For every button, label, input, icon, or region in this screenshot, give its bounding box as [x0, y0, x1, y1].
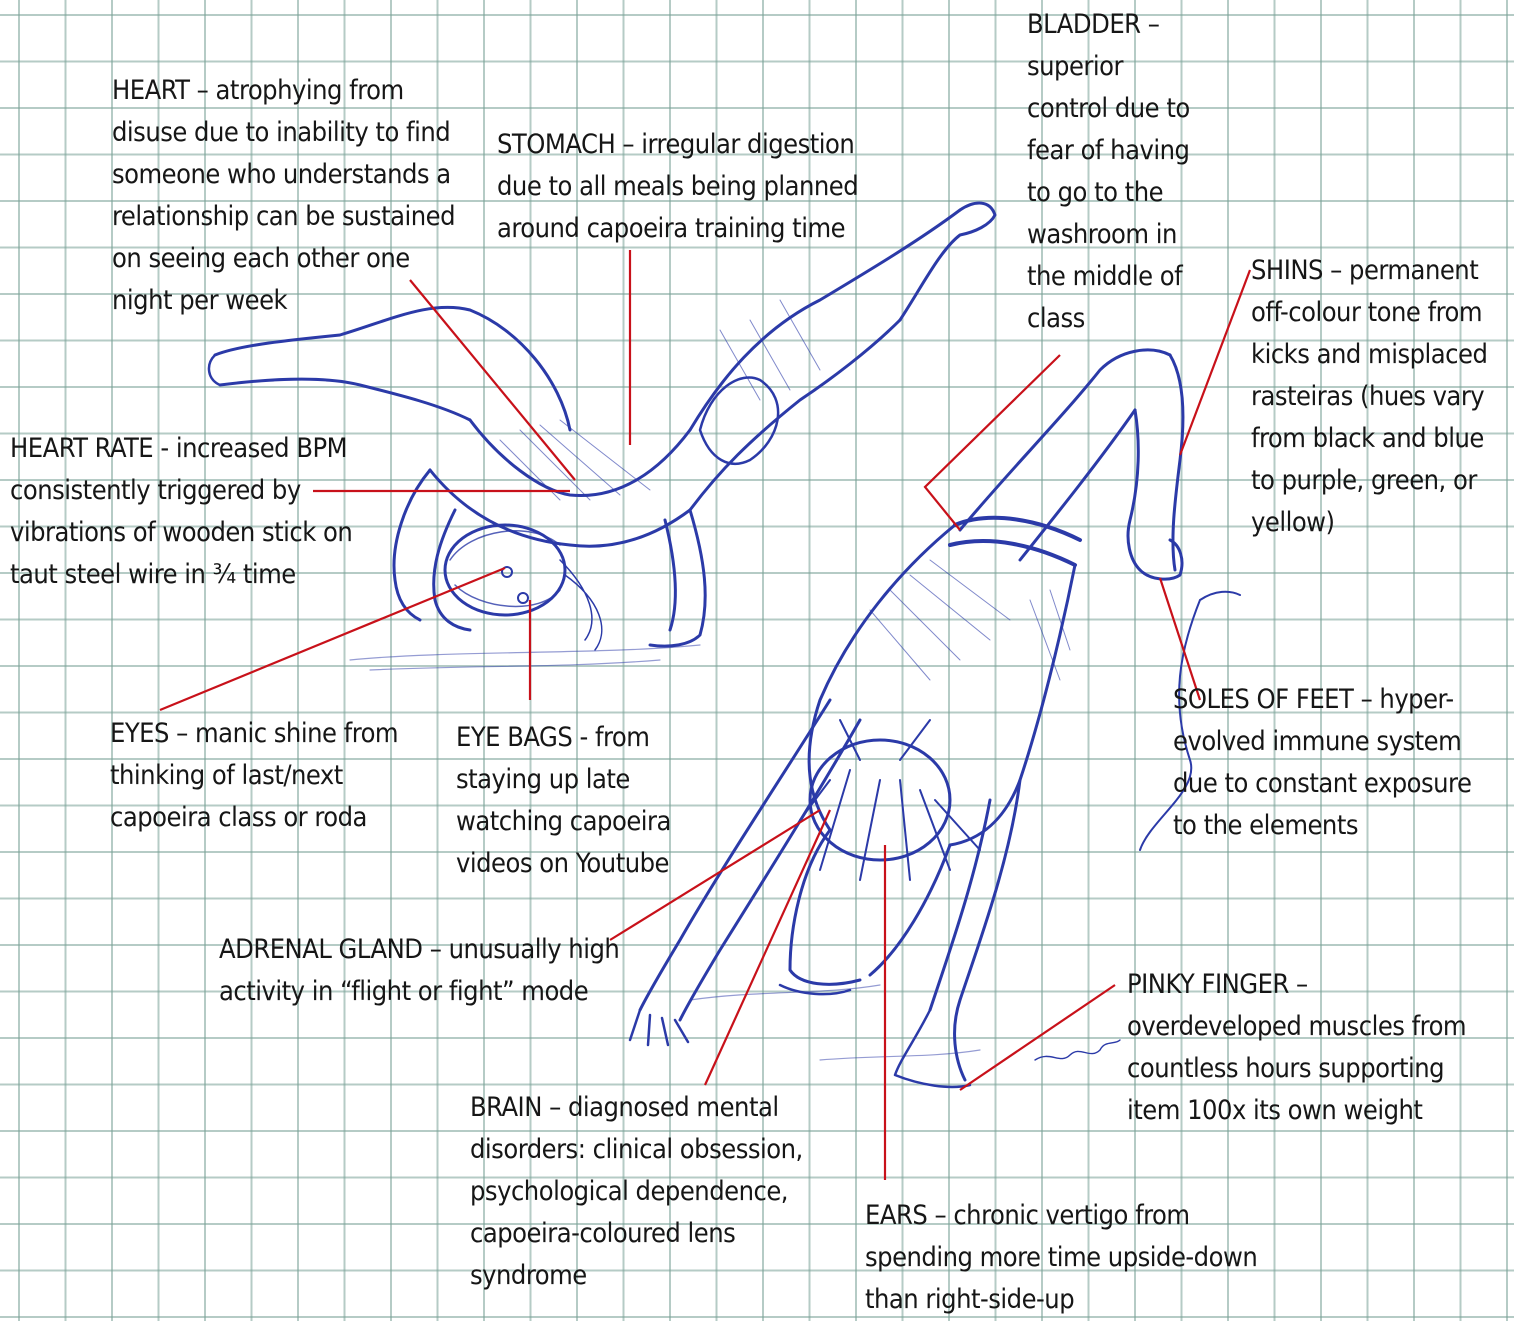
label-shins: SHINS – permanent off-colour tone from k…: [1251, 250, 1511, 544]
label-eye-bags: EYE BAGS - from staying up late watching…: [456, 717, 696, 885]
label-adrenal: ADRENAL GLAND – unusually high activity …: [219, 929, 639, 1013]
label-soles: SOLES OF FEET – hyper- evolved immune sy…: [1173, 679, 1503, 847]
label-eyes: EYES – manic shine from thinking of last…: [110, 713, 440, 839]
signature: [1035, 1040, 1120, 1060]
label-bladder: BLADDER – superior control due to fear o…: [1027, 4, 1207, 340]
leader-brain: [705, 810, 830, 1085]
leader-bladder: [925, 355, 1060, 530]
leader-pinky: [960, 985, 1115, 1090]
label-pinky: PINKY FINGER – overdeveloped muscles fro…: [1127, 964, 1497, 1132]
label-heart-rate: HEART RATE - increased BPM consistently …: [10, 428, 380, 596]
label-heart: HEART – atrophying from disuse due to in…: [112, 70, 472, 322]
label-brain: BRAIN – diagnosed mental disorders: clin…: [470, 1087, 850, 1297]
label-ears: EARS – chronic vertigo from spending mor…: [865, 1195, 1285, 1321]
label-stomach: STOMACH – irregular digestion due to all…: [497, 124, 877, 250]
